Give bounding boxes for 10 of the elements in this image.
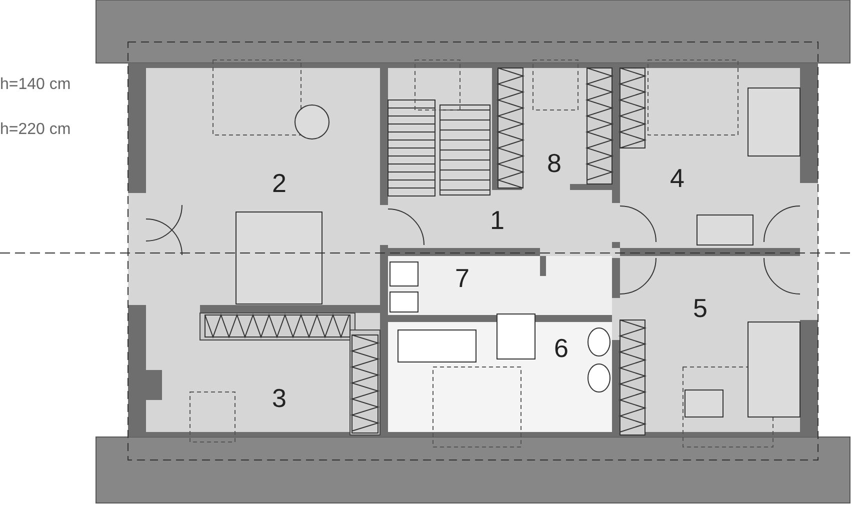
room-number: 6: [554, 335, 568, 361]
wall-height-label: h=220 cm: [0, 122, 71, 138]
wall-height-label: h=140 cm: [0, 77, 71, 93]
room-number: 3: [272, 385, 286, 411]
room-number: 5: [693, 295, 708, 321]
room-number: 8: [547, 150, 562, 176]
room-number: 4: [670, 165, 684, 191]
room-number: 7: [455, 265, 470, 291]
room-number: 2: [272, 170, 286, 196]
room-number: 1: [490, 207, 504, 233]
